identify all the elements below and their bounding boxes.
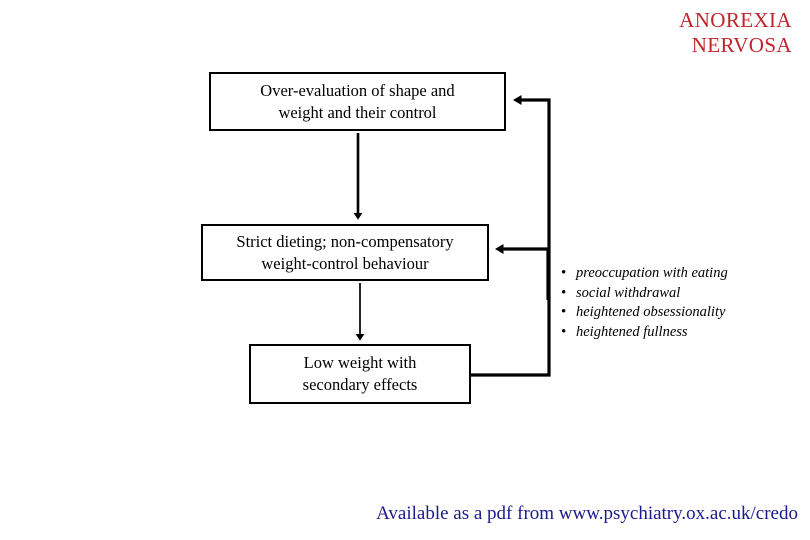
flow-box-strict-dieting[interactable]: Strict dieting; non-compensatory weight-…	[201, 224, 489, 281]
flow-box-low-weight[interactable]: Low weight with secondary effects	[249, 344, 471, 404]
feedback-loop-to-dieting	[495, 244, 550, 300]
symptom-list: • preoccupation with eating • social wit…	[558, 264, 798, 342]
bullet-icon: •	[561, 284, 567, 301]
list-item-label: heightened obsessionality	[576, 304, 726, 320]
bullet-icon: •	[561, 304, 567, 320]
footer-credit: Available as a pdf from www.psychiatry.o…	[376, 503, 798, 524]
list-item: • heightened obsessionality	[558, 303, 798, 323]
list-item: • social withdrawal	[558, 284, 798, 304]
list-item-label: social withdrawal	[576, 284, 681, 301]
bullet-icon: •	[561, 323, 567, 340]
bullet-icon: •	[561, 265, 567, 281]
list-item: • preoccupation with eating	[558, 264, 798, 284]
page-title: ANOREXIA NERVOSA	[679, 8, 792, 57]
list-item-label: heightened fullness	[576, 323, 688, 340]
list-item-label: preoccupation with eating	[576, 265, 728, 281]
list-item: • heightened fullness	[558, 323, 798, 343]
flow-box-over-evaluation[interactable]: Over-evaluation of shape and weight and …	[209, 72, 506, 131]
